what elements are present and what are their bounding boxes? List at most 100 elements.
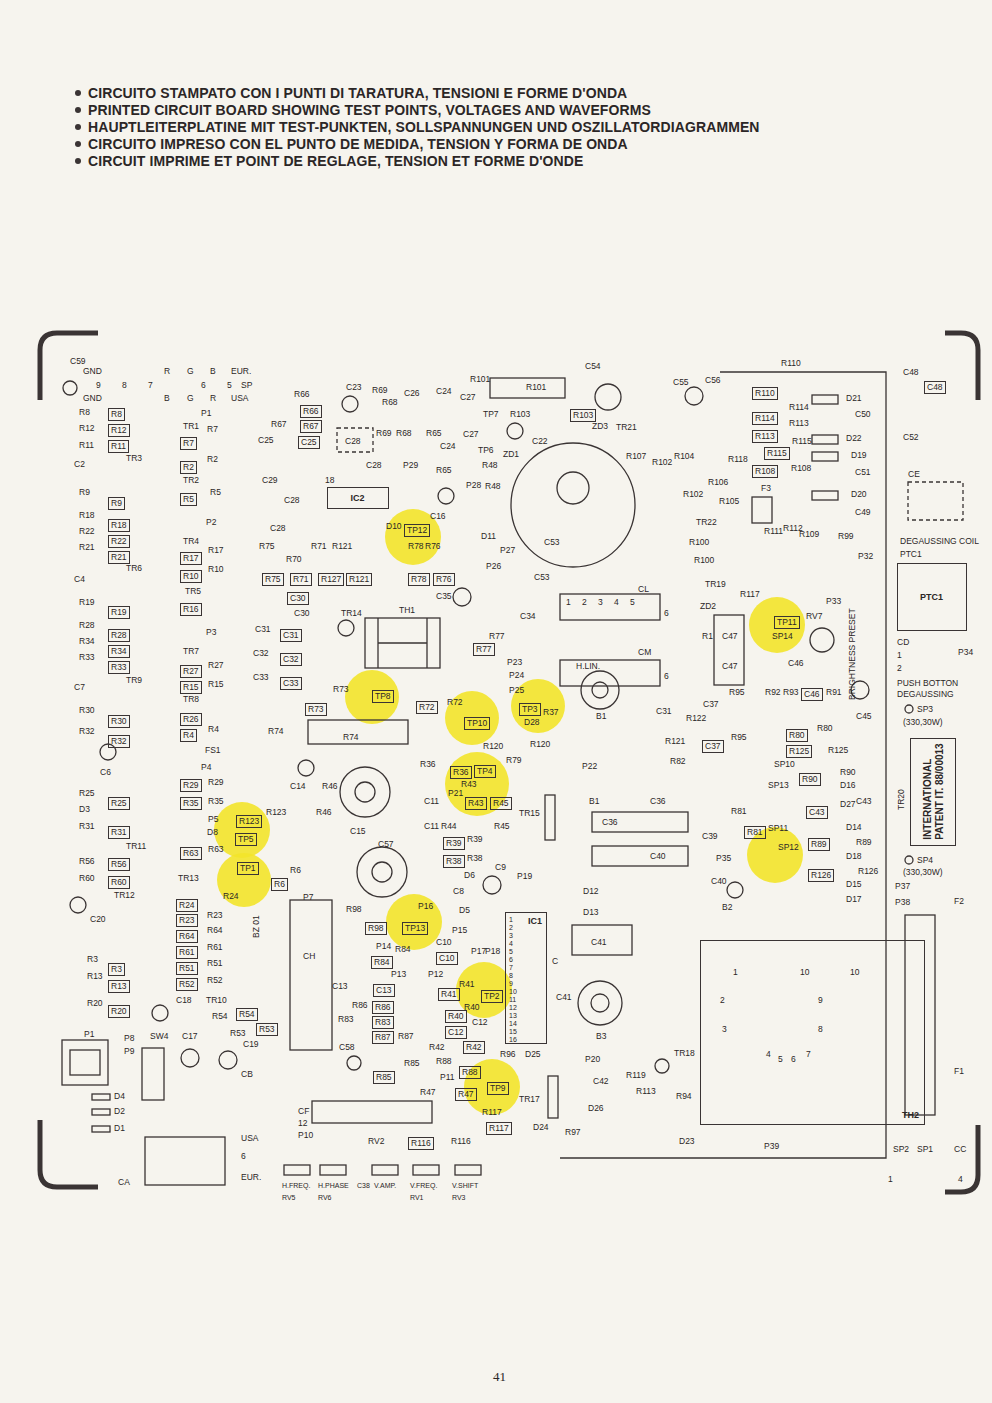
part-ref: D12 [583, 887, 599, 896]
boxed-part-ref: R35 [180, 797, 202, 810]
boxed-part-ref: R20 [108, 1005, 130, 1018]
part-ref: R68 [396, 429, 412, 438]
part-ref: R95 [729, 688, 745, 697]
boxed-part-ref: R66 [300, 405, 322, 418]
boxed-part-ref: TP5 [235, 833, 257, 846]
transformer-core [378, 618, 427, 668]
part-ref: D19 [851, 451, 867, 460]
transformer [365, 618, 440, 668]
part-ref: C25 [258, 436, 274, 445]
part-ref: C15 [350, 827, 366, 836]
boxed-part-ref: C31 [280, 629, 302, 642]
part-ref: R53 [230, 1029, 246, 1038]
boxed-part-ref: R78 [408, 573, 430, 586]
part-ref: C10 [436, 938, 452, 947]
part-ref: TR1 [183, 422, 199, 431]
part-ref: C16 [430, 512, 446, 521]
pin-number: RV1 [410, 1194, 424, 1201]
part-ref: 2 [582, 598, 587, 607]
part-ref: C42 [593, 1077, 609, 1086]
part-ref: CC [954, 1145, 966, 1154]
part-ref: D17 [846, 895, 862, 904]
boxed-part-ref: R41 [438, 988, 460, 1001]
part-ref: R42 [429, 1043, 445, 1052]
boxed-part-ref: R54 [236, 1008, 258, 1021]
part-ref: R117 [740, 590, 760, 599]
part-ref: TR14 [341, 609, 362, 618]
capacitor [342, 396, 358, 412]
part-ref: R [164, 367, 170, 376]
part-ref: R66 [294, 390, 310, 399]
part-ref: C57 [378, 840, 394, 849]
part-ref: C34 [520, 612, 536, 621]
part-ref: D28 [524, 718, 540, 727]
boxed-part-ref: C48 [924, 381, 946, 394]
part-ref: C27 [463, 430, 479, 439]
part-ref: ZD3 [592, 422, 608, 431]
part-ref: SW4 [150, 1032, 168, 1041]
part-ref: SP10 [774, 760, 795, 769]
pin-number: 3 [509, 932, 513, 939]
part-ref: P25 [509, 686, 524, 695]
part-ref: R110 [781, 359, 801, 368]
part-ref: 2 [897, 664, 902, 673]
part-ref: 4 [958, 1175, 963, 1184]
part-ref: C11 [424, 822, 439, 831]
part-ref: 12 [298, 1119, 307, 1128]
part-ref: 5 [778, 1055, 783, 1064]
fuse-holder [905, 915, 935, 1115]
test-point-highlight [445, 691, 499, 745]
boxed-part-ref: R64 [176, 930, 198, 943]
pin-number: 5 [509, 948, 513, 955]
part-ref: D2 [114, 1107, 125, 1116]
part-ref: P15 [452, 926, 467, 935]
capacitor [685, 387, 703, 405]
part-ref: PUSH BOTTON [897, 679, 958, 688]
part-ref: R47 [420, 1088, 436, 1097]
pin-number: V.AMP. [374, 1182, 396, 1189]
boxed-part-ref: R51 [176, 962, 198, 975]
boxed-part-ref: R115 [764, 447, 790, 460]
part-ref: P33 [826, 597, 841, 606]
boxed-part-ref: TP9 [487, 1082, 509, 1095]
pin-number: 2 [509, 924, 513, 931]
part-ref: C6 [100, 768, 111, 777]
part-ref: R51 [207, 959, 223, 968]
part-ref: R77 [489, 632, 505, 641]
part-ref: P24 [509, 671, 524, 680]
part-ref: C2 [74, 460, 85, 469]
part-ref: ZD1 [503, 450, 519, 459]
boxed-part-ref: C37 [702, 740, 724, 753]
part-ref: R45 [494, 822, 510, 831]
pin-number: 16 [509, 1036, 517, 1043]
boxed-part-ref: R6 [271, 878, 288, 891]
boxed-part-ref: R43 [465, 797, 487, 810]
part-ref: R120 [530, 740, 550, 749]
boxed-part-ref: R117 [486, 1122, 512, 1135]
capacitor [63, 381, 77, 395]
part-ref: C17 [182, 1032, 198, 1041]
part-ref: TR6 [126, 564, 142, 573]
part-ref: SP2 [893, 1145, 909, 1154]
part-ref: RV7 [806, 612, 822, 621]
part-ref: R31 [79, 822, 95, 831]
part-ref: GND [83, 367, 102, 376]
part-ref: TR17 [519, 1095, 540, 1104]
part-ref: R32 [79, 727, 95, 736]
capacitor [453, 588, 471, 606]
part-ref: CF [298, 1107, 309, 1116]
part-ref: TR9 [126, 676, 142, 685]
part-ref: F2 [954, 897, 964, 906]
part-ref: R83 [338, 1015, 354, 1024]
boxed-part-ref: R113 [752, 430, 778, 443]
heading-line: CIRCUITO IMPRESO CON EL PUNTO DE MEDIDA,… [88, 137, 628, 151]
boxed-part-ref: R12 [108, 424, 130, 437]
boxed-part-ref: R27 [180, 665, 202, 678]
boxed-part-ref: R125 [786, 745, 812, 758]
part-ref: P17 [471, 947, 486, 956]
part-ref: R98 [346, 905, 362, 914]
part-ref: TR5 [185, 587, 201, 596]
part-ref: R1 [702, 632, 713, 641]
corner-bracket [945, 333, 978, 400]
resistor [490, 378, 565, 398]
